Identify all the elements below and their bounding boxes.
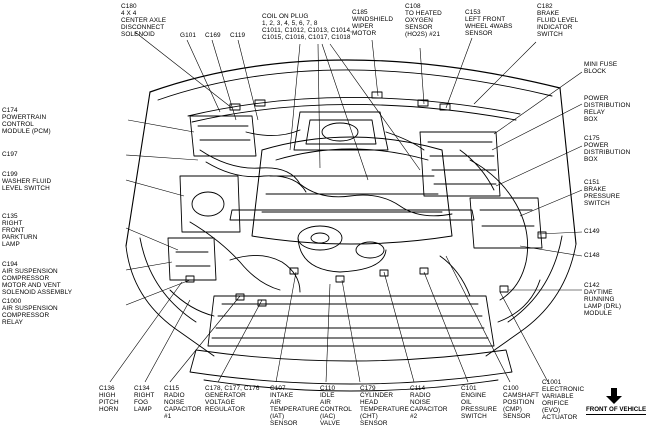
- engine-block: [251, 136, 453, 245]
- label-c182: C182 BRAKE FLUID LEVEL INDICATOR SWITCH: [537, 3, 579, 38]
- label-g101: G101: [180, 32, 197, 39]
- pcm: [189, 115, 257, 157]
- label-c1000: C1000 AIR SUSPENSION COMPRESSOR RELAY: [2, 298, 58, 326]
- label-c101: C101 ENGINE OIL PRESSURE SWITCH: [461, 385, 497, 420]
- label-c142: C142 DAYTIME RUNNING LAMP (DRL) MODULE: [584, 282, 622, 317]
- label-c153: C153 LEFT FRONT WHEEL 4WABS SENSOR: [465, 9, 513, 37]
- label-c175: C175 POWER DISTRIBUTION BOX: [584, 135, 631, 163]
- front-of-vehicle-label: FRONT OF VEHICLE: [586, 406, 647, 415]
- label-coil-on-plug: COIL ON PLUG 1, 2, 3, 4, 5, 6, 7, 8 C101…: [262, 13, 352, 41]
- front-arrow-icon: [606, 388, 622, 404]
- label-c1001: C1001 ELECTRONIC VARIABLE ORIFICE (EVO) …: [542, 379, 585, 421]
- label-c114: C114 RADIO NOISE CAPACITOR #2: [410, 385, 448, 420]
- left-fender: [485, 243, 577, 357]
- label-c135: C135 RIGHT FRONT PARKTURN LAMP: [2, 213, 38, 248]
- label-mini-fuse-block: MINI FUSE BLOCK: [584, 61, 618, 75]
- label-c151: C151 BRAKE PRESSURE SWITCH: [584, 179, 620, 207]
- power-distribution-box: [419, 131, 501, 197]
- label-c110: C110 IDLE AIR CONTROL (IAC) VALVE: [320, 385, 352, 427]
- label-c199: C199 WASHER FLUID LEVEL SWITCH: [2, 171, 52, 192]
- label-c179: C179 CYLINDER HEAD TEMPERATURE (CHT) SEN…: [360, 385, 409, 427]
- pulley: [297, 225, 343, 251]
- label-c185: C185 WINDSHIELD WIPER MOTOR: [352, 9, 394, 37]
- label-power-distribution-relay-box: POWER DISTRIBUTION RELAY BOX: [584, 95, 631, 123]
- right-fender: [125, 245, 215, 357]
- label-c119: C119: [230, 32, 246, 39]
- label-c107: C107 INTAKE AIR TEMPERATURE (IAT) SENSOR: [270, 385, 319, 427]
- front-bumper: [189, 349, 513, 385]
- intake-manifold: [293, 111, 389, 151]
- label-c178-c177-c176: C178, C177, C176 GENERATOR VOLTAGE REGUL…: [205, 385, 260, 413]
- label-c134: C134 RIGHT FOG LAMP: [134, 385, 155, 413]
- radiator-support: [207, 295, 495, 347]
- label-c194: C194 AIR SUSPENSION COMPRESSOR MOTOR AND…: [2, 261, 73, 296]
- label-c108: C108 TO HEATED OXYGEN SENSOR (HO2S) #21: [405, 3, 442, 38]
- label-c169: C169: [205, 32, 221, 39]
- wiring-harness: [199, 149, 453, 217]
- label-c197: C197: [2, 151, 18, 158]
- label-c136: C136 HIGH PITCH HORN: [99, 385, 119, 413]
- hood-outline: [149, 59, 561, 93]
- leader-lines: [109, 31, 583, 383]
- label-c180: C180 4 X 4 CENTER AXLE DISCONNECT SOLENO…: [121, 3, 167, 38]
- label-c149: C149: [584, 228, 600, 235]
- label-c100: C100 CAMSHAFT POSITION (CMP) SENSOR: [503, 385, 539, 420]
- label-c148: C148: [584, 252, 600, 259]
- label-c115: C115 RADIO NOISE CAPACITOR #1: [164, 385, 202, 420]
- label-c174: C174 POWERTRAIN CONTROL MODULE (PCM): [2, 107, 51, 135]
